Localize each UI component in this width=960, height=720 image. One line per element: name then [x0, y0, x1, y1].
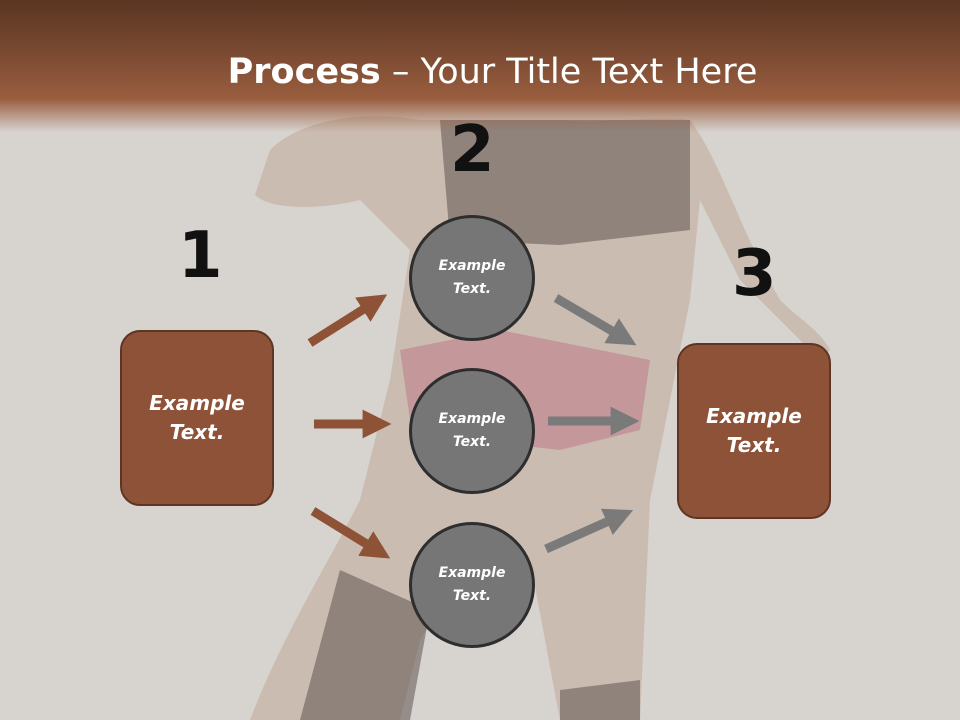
slide-title: Process – Your Title Text Here	[0, 52, 960, 92]
step-number-3: 3	[732, 237, 777, 311]
circle-top-text: Example Text.	[438, 258, 506, 297]
title-rest: – Your Title Text Here	[380, 52, 758, 92]
circle-middle-text: Example Text.	[438, 411, 506, 450]
arrow-bottom-to-3	[544, 508, 634, 554]
step-number-2: 2	[450, 113, 495, 187]
step-number-1: 1	[178, 219, 223, 293]
arrow-1-to-bottom	[310, 507, 391, 559]
title-bold: Process	[227, 52, 381, 92]
header-band	[0, 0, 960, 132]
circle-middle: Example Text.	[409, 368, 535, 494]
arrow-1-to-top	[307, 294, 388, 347]
arrow-top-to-3	[553, 294, 637, 346]
circle-bottom: Example Text.	[409, 522, 535, 648]
circle-top: Example Text.	[409, 215, 535, 341]
step-3-text: Example Text.	[706, 404, 802, 457]
step-3-box: Example Text.	[677, 343, 831, 519]
step-1-text: Example Text.	[149, 391, 245, 444]
circle-bottom-text: Example Text.	[438, 565, 506, 604]
step-1-box: Example Text.	[120, 330, 274, 506]
